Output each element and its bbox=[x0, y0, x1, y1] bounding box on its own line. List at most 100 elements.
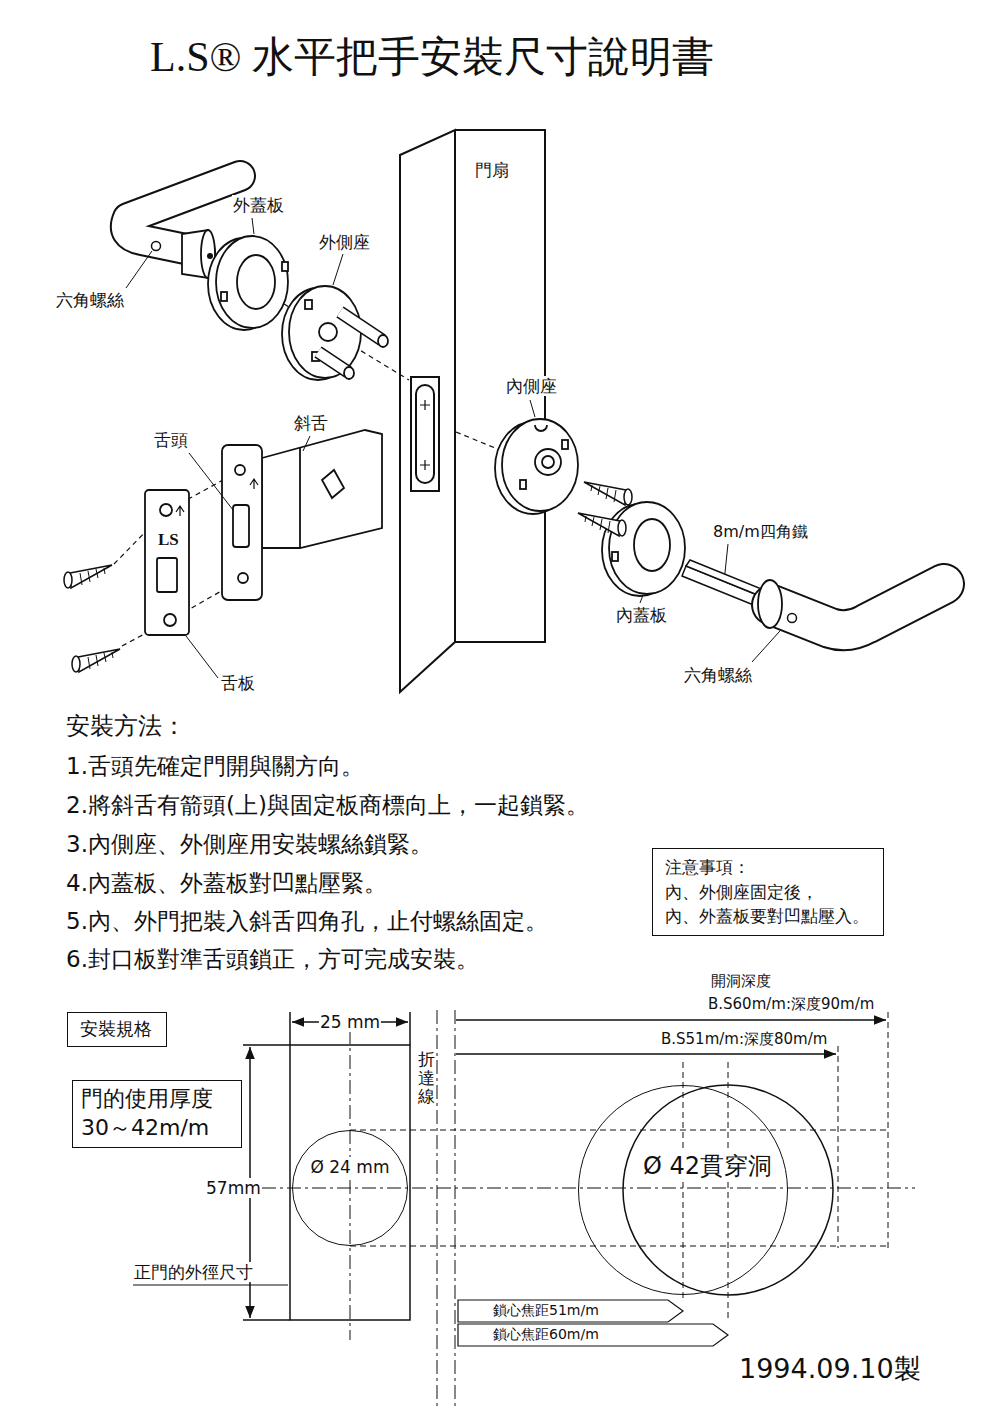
box-text: 門的使用厚度 30～42m/m bbox=[81, 1085, 231, 1142]
inner-seat bbox=[502, 419, 578, 511]
inner-cover bbox=[602, 502, 685, 596]
dimension-label: 鎖心焦距51m/m bbox=[492, 1302, 600, 1319]
inner-seat bbox=[535, 425, 547, 431]
inner-seat bbox=[520, 480, 526, 489]
part-name: 外側座 bbox=[318, 232, 371, 252]
screw bbox=[578, 513, 626, 536]
section-heading: 安裝方法： bbox=[65, 712, 187, 741]
page-title: L.S® 水平把手安裝尺寸說明書 bbox=[150, 32, 714, 82]
part-name: 斜舌 bbox=[293, 413, 329, 433]
spec-drawing bbox=[456, 1053, 836, 1055]
box-heading: 注意事項： bbox=[665, 855, 750, 880]
part-name: 外蓋板 bbox=[232, 195, 285, 215]
spec-drawing bbox=[437, 1010, 438, 1410]
part-name: 舌板 bbox=[220, 673, 256, 693]
spec-drawing bbox=[456, 1019, 886, 1021]
hole-circle: Ø 24 mm bbox=[292, 1130, 408, 1246]
outer-cover bbox=[216, 236, 288, 328]
inner-seat bbox=[562, 440, 568, 449]
outer-cover bbox=[237, 255, 275, 309]
outer-seat bbox=[378, 335, 388, 347]
door-slab bbox=[420, 400, 430, 470]
door-slab bbox=[400, 130, 545, 692]
strike-plate bbox=[186, 636, 218, 678]
outer-seat bbox=[318, 352, 348, 372]
instruction-step: 1.舌頭先確定門開與關方向。 bbox=[65, 753, 365, 781]
screw bbox=[72, 656, 80, 672]
screw bbox=[78, 649, 120, 672]
screw bbox=[88, 652, 113, 669]
box-text: 內、外蓋板要對凹點壓入。 bbox=[665, 904, 869, 929]
instruction-step: 2.將斜舌有箭頭(上)與固定板商標向上，一起鎖緊。 bbox=[65, 792, 590, 820]
latch-body bbox=[222, 445, 262, 600]
spec-drawing bbox=[243, 1044, 290, 1046]
door-slab bbox=[400, 130, 455, 692]
outer-lever bbox=[152, 242, 161, 251]
latch-body bbox=[299, 448, 301, 548]
spec-drawing bbox=[455, 1010, 456, 1410]
part-name: 門扇 bbox=[474, 160, 510, 180]
inner-lever bbox=[772, 584, 944, 630]
part-name: 六角螺絲 bbox=[55, 290, 125, 310]
instruction-step: 3.內側座、外側座用安裝螺絲鎖緊。 bbox=[65, 831, 434, 859]
dimension-note: 開洞深度 bbox=[710, 972, 772, 990]
note-box: 注意事項：內、外側座固定後，內、外蓋板要對凹點壓入。 bbox=[652, 848, 884, 936]
box-text: Ø 42貫穿洞 bbox=[641, 1152, 774, 1181]
part-name: 內側座 bbox=[505, 376, 558, 396]
inner-seat bbox=[535, 449, 561, 475]
strike-plate bbox=[145, 490, 218, 678]
outer-seat bbox=[340, 312, 382, 340]
latch-body bbox=[235, 465, 245, 475]
screw bbox=[64, 572, 72, 588]
assembly-axis bbox=[114, 262, 500, 646]
spec-drawing bbox=[262, 1188, 915, 1189]
square-spindle bbox=[682, 560, 764, 606]
box-text: 安裝規格 bbox=[80, 1016, 152, 1042]
spec-drawing bbox=[350, 1246, 888, 1247]
leader-line bbox=[640, 544, 788, 662]
door-slab bbox=[416, 385, 434, 483]
instruction-step: 4.內蓋板、外蓋板對凹點壓緊。 bbox=[65, 870, 388, 898]
strike-plate bbox=[176, 506, 184, 516]
outer-seat bbox=[340, 312, 382, 340]
outer-seat bbox=[289, 286, 361, 378]
strike-plate bbox=[157, 558, 177, 592]
assembly-axis bbox=[456, 432, 500, 450]
hole-circle: Ø 42貫穿洞 bbox=[578, 1085, 788, 1295]
latch-body bbox=[262, 430, 382, 548]
inner-lever bbox=[772, 584, 944, 630]
box-text: 內、外側座固定後， bbox=[665, 880, 818, 905]
screw bbox=[585, 516, 610, 533]
date-stamp: 1994.09.10製 bbox=[738, 1353, 922, 1385]
spec-drawing bbox=[458, 1300, 683, 1322]
latch-body bbox=[233, 505, 249, 547]
screw bbox=[624, 489, 632, 505]
screw bbox=[618, 520, 626, 536]
inner-seat bbox=[542, 456, 554, 468]
box-text: Ø 24 mm bbox=[309, 1157, 392, 1177]
dimension-label: 57mm bbox=[205, 1178, 262, 1198]
outer-seat bbox=[305, 300, 312, 309]
reference-line-label: 折達線 bbox=[418, 1050, 435, 1106]
latch-body bbox=[238, 573, 248, 583]
dimension-note: 正門的外徑尺寸 bbox=[133, 1262, 254, 1282]
instruction-step: 5.內、外門把裝入斜舌四角孔，止付螺絲固定。 bbox=[65, 908, 549, 936]
part-name: 內蓋板 bbox=[615, 605, 668, 625]
outer-cover bbox=[282, 262, 288, 271]
spec-drawing bbox=[133, 1010, 915, 1410]
part-name: 舌頭 bbox=[153, 430, 189, 450]
spec-drawing bbox=[888, 1012, 889, 1248]
screw bbox=[584, 482, 626, 505]
spec-drawing bbox=[458, 1324, 728, 1346]
outer-lever bbox=[207, 253, 213, 259]
part-name: 六角螺絲 bbox=[683, 665, 753, 685]
spec-drawing bbox=[728, 1062, 729, 1322]
spec-drawing bbox=[133, 1284, 288, 1285]
screw bbox=[70, 565, 112, 588]
outer-seat bbox=[344, 367, 354, 379]
part-name: 8m/m四角鐵 bbox=[712, 522, 809, 541]
strike-plate bbox=[160, 504, 172, 516]
spec-drawing bbox=[409, 1012, 411, 1045]
thickness-box: 門的使用厚度 30～42m/m bbox=[72, 1080, 242, 1148]
